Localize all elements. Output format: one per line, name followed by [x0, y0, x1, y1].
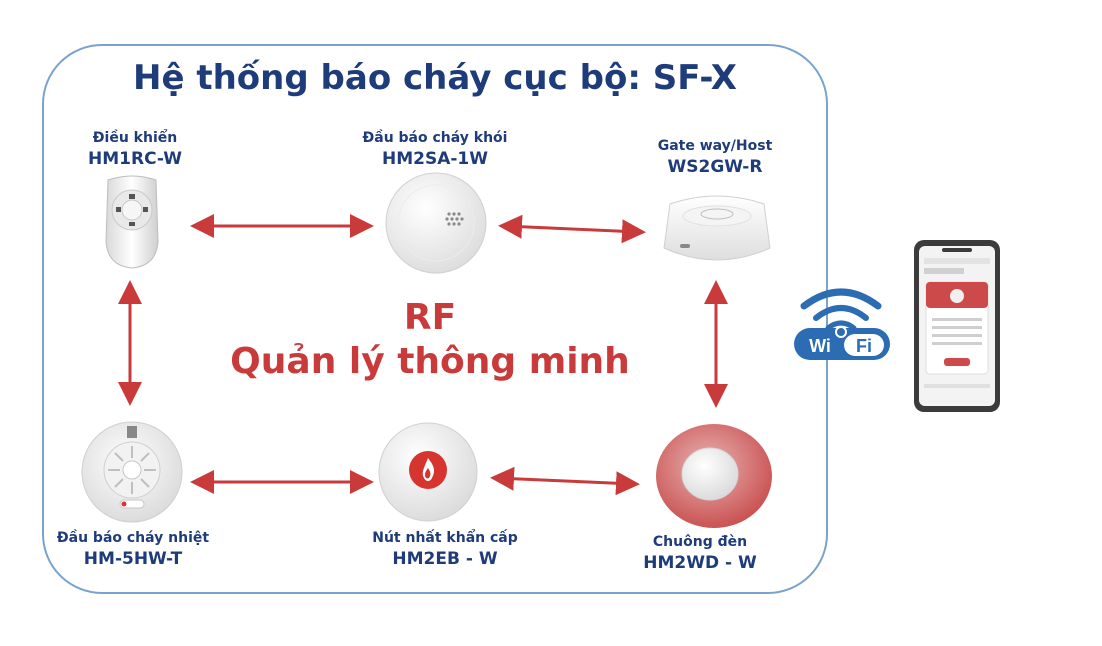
- device-label-heat: Đầu báo cháy nhiệt HM-5HW-T: [48, 528, 218, 570]
- device-label-siren: Chuông đèn HM2WD - W: [620, 532, 780, 574]
- device-model: HM2WD - W: [620, 552, 780, 574]
- gateway-icon: [656, 188, 778, 272]
- device-label-button: Nút nhất khẩn cấp HM2EB - W: [350, 528, 540, 570]
- device-name: Đầu báo cháy khói: [340, 128, 530, 148]
- arrow-button-siren: [496, 478, 634, 484]
- device-label-smoke: Đầu báo cháy khói HM2SA-1W: [340, 128, 530, 170]
- wifi-icon: Wi Fi: [790, 276, 892, 366]
- smart-management-label: Quản lý thông minh: [230, 340, 630, 384]
- device-name: Gate way/Host: [640, 136, 790, 156]
- device-name: Điều khiển: [60, 128, 210, 148]
- device-model: HM2SA-1W: [340, 148, 530, 170]
- device-label-remote: Điều khiển HM1RC-W: [60, 128, 210, 170]
- rf-label: RF: [230, 296, 630, 340]
- device-name: Nút nhất khẩn cấp: [350, 528, 540, 548]
- device-model: HM2EB - W: [350, 548, 540, 570]
- device-name: Đầu báo cháy nhiệt: [48, 528, 218, 548]
- smartphone-icon: [912, 238, 1002, 414]
- wifi-wi-text: Wi: [809, 336, 831, 356]
- wifi-fi-text: Fi: [856, 336, 872, 356]
- remote-control-icon: [100, 172, 164, 272]
- smoke-detector-icon: [383, 170, 489, 276]
- arrow-smoke-gateway: [504, 226, 640, 232]
- device-model: HM1RC-W: [60, 148, 210, 170]
- device-model: HM-5HW-T: [48, 548, 218, 570]
- rf-center-text: RF Quản lý thông minh: [230, 296, 630, 384]
- emergency-button-icon: [376, 420, 480, 524]
- device-name: Chuông đèn: [620, 532, 780, 552]
- device-model: WS2GW-R: [640, 156, 790, 178]
- siren-light-icon: [652, 418, 776, 530]
- heat-detector-icon: [78, 418, 186, 524]
- device-label-gateway: Gate way/Host WS2GW-R: [640, 136, 790, 178]
